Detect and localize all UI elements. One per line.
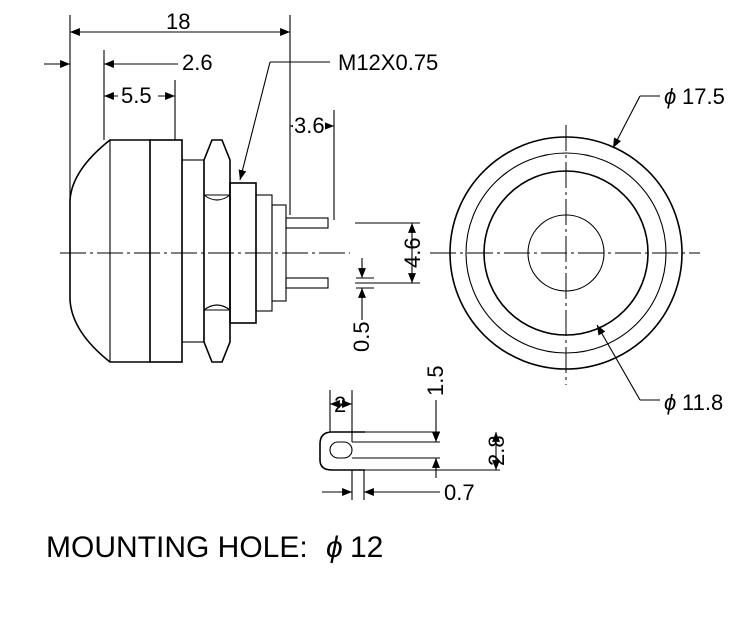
dim-thread: M12X0.75: [338, 50, 438, 75]
terminal-pin-bottom: [285, 277, 329, 289]
hex-nut: [203, 139, 231, 363]
terminal-detail: 2 1.5 2.8 0.7: [319, 365, 509, 505]
dim-pin-thickness: 0.5: [349, 321, 374, 352]
dim-slot-top: 1.5: [423, 365, 448, 396]
dim-cap-offset: 5.5: [121, 83, 152, 108]
mounting-hole-note: MOUNTING HOLE: ϕ 12: [46, 531, 383, 564]
front-view: ϕ 17.5 ϕ 11.8: [430, 84, 725, 415]
dim-terminal-length: 3.6: [294, 113, 325, 138]
terminal-pin-top: [285, 217, 329, 229]
mounting-hole-symbol: ϕ: [326, 531, 343, 564]
button-cap: [69, 139, 150, 363]
dim-slot-gap: 0.7: [444, 480, 475, 505]
dim-inner-symbol: ϕ: [664, 390, 676, 415]
dim-pin-spacing: 4.6: [400, 237, 425, 268]
dim-slot-width: 2: [334, 392, 346, 417]
dim-tab-height: 2.8: [484, 435, 509, 466]
dim-overall-length: 18: [166, 9, 190, 34]
side-view: 18 2.6 5.5 M12X0.75 3.6 4.6 0.5: [44, 9, 438, 363]
dim-outer-symbol: ϕ: [664, 84, 676, 109]
dim-outer-diameter: 17.5: [682, 84, 725, 109]
mounting-hole-value: 12: [350, 531, 383, 564]
dim-inner-diameter: 11.8: [682, 390, 723, 415]
terminal-tab: [319, 431, 365, 471]
dim-front-offset: 2.6: [182, 50, 213, 75]
mounting-hole-label: MOUNTING HOLE:: [46, 531, 308, 564]
terminal-slot: [329, 441, 353, 459]
flange: [149, 139, 183, 363]
